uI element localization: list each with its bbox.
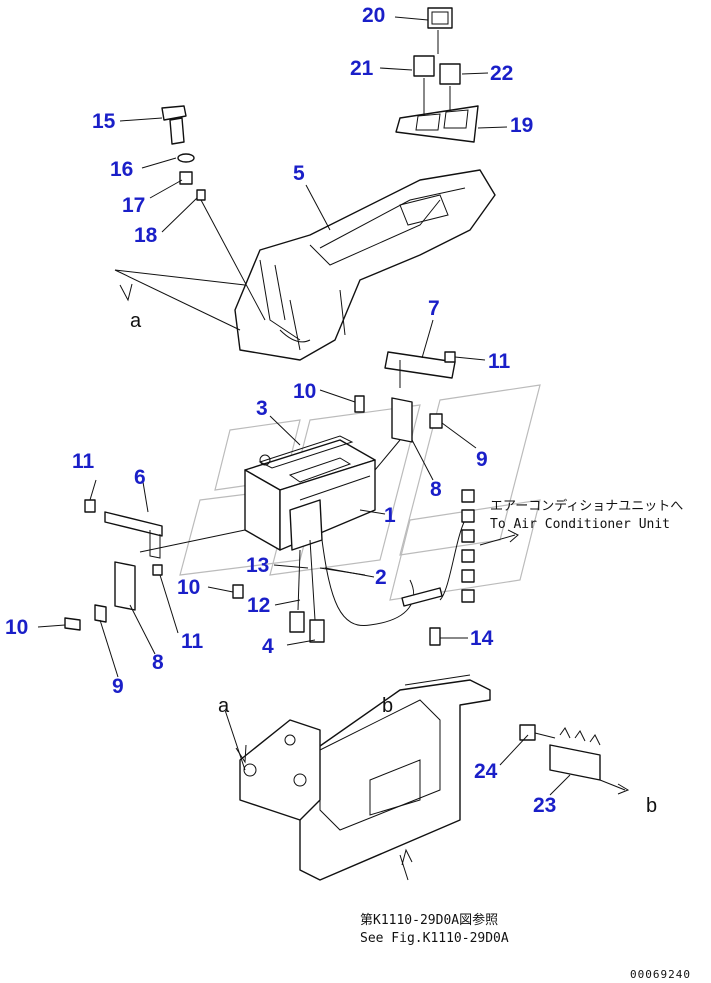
- notes: エアーコンディショナユニットへ To Air Conditioner Unit …: [360, 498, 691, 981]
- callout-16: 16: [110, 158, 133, 181]
- callout-2: 2: [375, 566, 387, 589]
- callout-9-left: 9: [112, 675, 124, 698]
- callout-23: 23: [533, 794, 556, 817]
- callout-8-left: 8: [152, 651, 164, 674]
- callout-18: 18: [134, 224, 158, 247]
- callout-6: 6: [134, 466, 146, 489]
- callout-8-right: 8: [430, 478, 442, 501]
- callout-22: 22: [490, 62, 513, 85]
- callout-24: 24: [474, 760, 498, 783]
- callout-20: 20: [362, 4, 385, 27]
- callout-11-left: 11: [72, 450, 95, 473]
- callout-12: 12: [247, 594, 270, 617]
- console-body: [234, 169, 496, 361]
- callout-9-right: 9: [476, 448, 488, 471]
- callout-4: 4: [262, 635, 274, 658]
- callout-14: 14: [470, 627, 494, 650]
- callout-10-mid: 10: [177, 576, 200, 599]
- mounting-frame: [239, 674, 491, 881]
- callout-labels: 20 21 22 19 15 16 17 18 5 7 11 10 3 9 8 …: [5, 4, 556, 817]
- note-ac-en: To Air Conditioner Unit: [490, 517, 670, 532]
- reference-letters: a a b b: [130, 310, 657, 817]
- callout-19: 19: [510, 114, 533, 137]
- bolt-set: [161, 105, 266, 321]
- callout-5: 5: [293, 162, 305, 185]
- switch-panel-assembly: [395, 7, 479, 143]
- callout-11-top: 11: [488, 350, 511, 373]
- ref-a-mid: a: [218, 695, 230, 717]
- leader-lines: [37, 16, 571, 796]
- callout-15: 15: [92, 110, 116, 133]
- ref-b-mid: b: [382, 695, 393, 717]
- callout-11-bottom: 11: [181, 630, 204, 653]
- callout-10-top: 10: [293, 380, 316, 403]
- callout-1: 1: [384, 504, 396, 527]
- callout-10-left: 10: [5, 616, 28, 639]
- note-see-en: See Fig.K1110-29D0A: [360, 931, 509, 946]
- callout-21: 21: [350, 57, 374, 80]
- callout-3: 3: [256, 397, 268, 420]
- callout-7: 7: [428, 297, 440, 320]
- controller-box: [244, 435, 376, 551]
- relay-part: [519, 724, 630, 795]
- brackets: [64, 351, 456, 646]
- ref-a-top: a: [130, 310, 142, 332]
- callout-17: 17: [122, 194, 145, 217]
- reference-lines: [114, 269, 247, 771]
- ref-b-right: b: [646, 795, 657, 817]
- note-see-jp: 第K1110-29D0A図参照: [360, 912, 498, 928]
- callout-13: 13: [246, 554, 269, 577]
- drawing-number: 00069240: [630, 968, 691, 981]
- note-ac-jp: エアーコンディショナユニットへ: [490, 498, 683, 514]
